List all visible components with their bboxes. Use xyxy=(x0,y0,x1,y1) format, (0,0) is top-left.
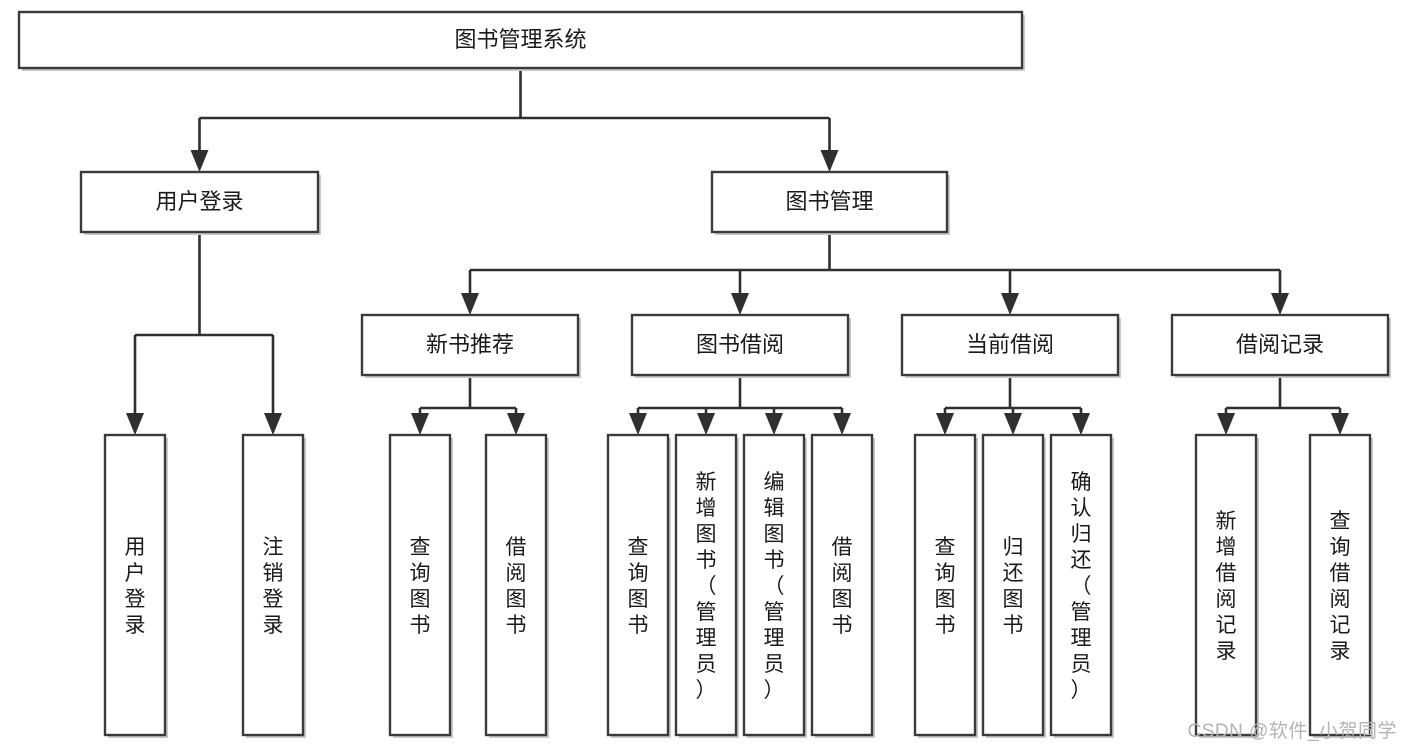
node-label: 图书管理 xyxy=(785,189,873,214)
node-leaf-borrow-book-1[interactable]: 借阅图书 xyxy=(484,433,549,738)
node-leaf-borrow-book-2[interactable]: 借阅图书 xyxy=(810,433,875,738)
arrow-head-icon xyxy=(833,413,851,435)
node-book-borrow[interactable]: 图书借阅 xyxy=(630,313,851,378)
node-new-book-recommend[interactable]: 新书推荐 xyxy=(360,313,581,378)
node-leaf-query-book-2[interactable]: 查询图书 xyxy=(606,433,671,738)
arrow-head-icon xyxy=(411,413,429,435)
node-label: 归还图书 xyxy=(1003,536,1024,637)
node-leaf-confirm-return[interactable]: 确认归还（管理员） xyxy=(1049,433,1114,738)
node-box xyxy=(79,170,320,234)
node-box xyxy=(674,433,738,737)
node-leaf-add-book[interactable]: 新增图书（管理员） xyxy=(674,433,739,738)
node-box xyxy=(606,433,670,737)
node-leaf-query-book-3[interactable]: 查询图书 xyxy=(913,433,978,738)
node-box xyxy=(360,313,580,377)
arrow-head-icon xyxy=(126,413,144,435)
node-box xyxy=(710,170,949,234)
arrow-head-icon xyxy=(507,413,525,435)
node-label: 新增借阅记录 xyxy=(1216,510,1237,663)
node-box xyxy=(103,433,167,737)
node-leaf-edit-book[interactable]: 编辑图书（管理员） xyxy=(742,433,807,738)
node-label: 新书推荐 xyxy=(426,332,514,357)
node-leaf-query-record[interactable]: 查询借阅记录 xyxy=(1308,433,1373,738)
node-leaf-user-login[interactable]: 用户登录 xyxy=(103,433,168,738)
arrow-head-icon xyxy=(1001,293,1019,315)
node-box xyxy=(810,433,874,737)
node-label: 图书借阅 xyxy=(696,332,784,357)
node-box xyxy=(17,10,1024,70)
node-user-login[interactable]: 用户登录 xyxy=(79,170,321,235)
node-label: 借阅图书 xyxy=(506,536,527,637)
node-label: 图书管理系统 xyxy=(454,27,586,52)
watermark-text: CSDN @软件_小贺同学 xyxy=(1187,721,1397,742)
arrow-head-icon xyxy=(1331,413,1349,435)
arrow-head-icon xyxy=(1004,413,1022,435)
node-root[interactable]: 图书管理系统 xyxy=(17,10,1025,71)
arrow-head-icon xyxy=(820,150,839,172)
node-box xyxy=(1049,433,1113,737)
node-box xyxy=(900,313,1120,377)
node-box xyxy=(388,433,452,737)
connector-layer xyxy=(126,68,1349,435)
node-box xyxy=(981,433,1045,737)
node-label: 用户登录 xyxy=(125,536,146,637)
node-book-manage[interactable]: 图书管理 xyxy=(710,170,950,235)
node-label: 查询借阅记录 xyxy=(1330,510,1351,663)
node-box xyxy=(1194,433,1258,737)
node-label: 新增图书（管理员） xyxy=(696,471,717,702)
arrow-head-icon xyxy=(461,293,479,315)
arrow-head-icon xyxy=(264,413,282,435)
node-current-borrow[interactable]: 当前借阅 xyxy=(900,313,1121,378)
node-label: 查询图书 xyxy=(628,536,649,637)
arrow-head-icon xyxy=(190,150,209,172)
node-label: 确认归还（管理员） xyxy=(1071,471,1092,702)
node-label: 借阅图书 xyxy=(832,536,853,637)
arrow-head-icon xyxy=(1217,413,1235,435)
node-box xyxy=(484,433,548,737)
node-label: 编辑图书（管理员） xyxy=(764,471,785,702)
node-label: 借阅记录 xyxy=(1236,332,1324,357)
node-label: 用户登录 xyxy=(155,189,243,214)
node-box xyxy=(241,433,305,737)
node-borrow-record[interactable]: 借阅记录 xyxy=(1170,313,1391,378)
arrow-head-icon xyxy=(765,413,783,435)
node-box xyxy=(1308,433,1372,737)
node-leaf-return-book[interactable]: 归还图书 xyxy=(981,433,1046,738)
node-box xyxy=(630,313,850,377)
arrow-head-icon xyxy=(1271,293,1289,315)
node-label: 当前借阅 xyxy=(966,332,1054,357)
node-label: 查询图书 xyxy=(410,536,431,637)
arrow-head-icon xyxy=(629,413,647,435)
arrow-head-icon xyxy=(697,413,715,435)
node-box xyxy=(913,433,977,737)
node-label: 查询图书 xyxy=(935,536,956,637)
arrow-head-icon xyxy=(731,293,749,315)
arrow-head-icon xyxy=(936,413,954,435)
node-leaf-add-record[interactable]: 新增借阅记录 xyxy=(1194,433,1259,738)
node-box xyxy=(1170,313,1390,377)
node-layer: 图书管理系统用户登录图书管理新书推荐图书借阅当前借阅借阅记录用户登录注销登录查询… xyxy=(17,10,1391,738)
arrow-head-icon xyxy=(1072,413,1090,435)
node-box xyxy=(742,433,806,737)
node-label: 注销登录 xyxy=(263,536,284,637)
node-leaf-query-book-1[interactable]: 查询图书 xyxy=(388,433,453,738)
node-leaf-user-logout[interactable]: 注销登录 xyxy=(241,433,306,738)
